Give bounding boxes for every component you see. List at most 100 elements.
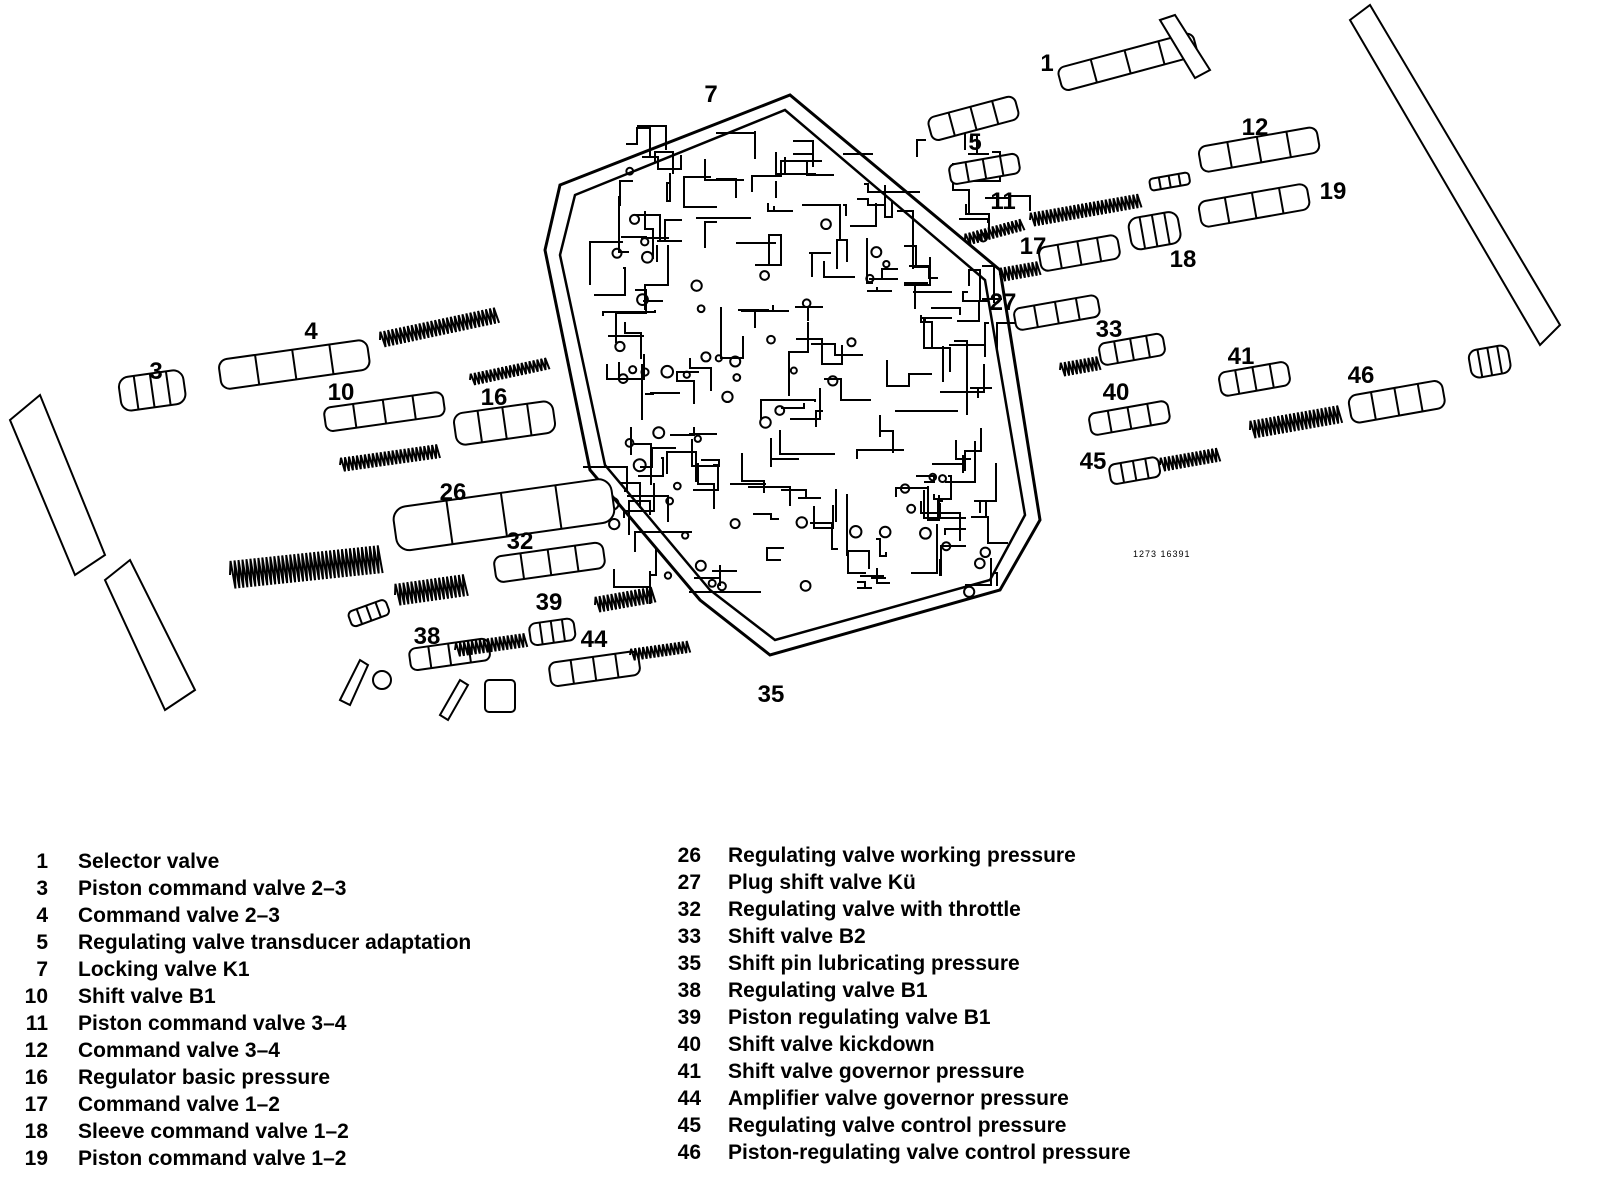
legend-description: Plug shift valve Kü <box>728 871 916 894</box>
channel-line <box>959 218 989 223</box>
valve-40-land <box>1126 407 1133 430</box>
bore-hole <box>928 472 938 482</box>
bore-hole <box>614 340 626 353</box>
channel-line <box>979 500 987 517</box>
channel-line <box>704 159 744 181</box>
legend-number: 17 <box>24 1093 48 1116</box>
channel-line <box>716 178 737 198</box>
spring-11-coil <box>964 218 1026 246</box>
channel-line <box>788 322 809 396</box>
channel-line <box>964 428 982 471</box>
valve-45 <box>1108 456 1162 485</box>
selector-valve-land <box>991 100 1000 125</box>
valve-46-land <box>1369 391 1377 420</box>
channel-line <box>784 157 816 175</box>
valve-33-land <box>1145 335 1151 358</box>
part-32b <box>347 599 390 628</box>
legend-number: 10 <box>24 985 48 1008</box>
legend-number: 12 <box>24 1039 48 1062</box>
spring-44-coil <box>629 640 692 661</box>
channel-line <box>857 198 886 206</box>
legend-description: Regulating valve transducer adaptation <box>78 931 472 954</box>
bore-hole <box>681 531 690 540</box>
plug-11 <box>1148 171 1191 192</box>
channel-line <box>824 378 871 401</box>
selector-valve-land <box>947 112 956 137</box>
bore-hole <box>693 434 702 443</box>
valve-17 <box>1038 234 1121 272</box>
bore-hole <box>789 366 798 375</box>
bore-hole <box>625 166 635 176</box>
channel-line <box>940 364 985 393</box>
channel-line <box>920 315 933 348</box>
spring-4-coil <box>379 307 500 348</box>
legend-description: Sleeve command valve 1–2 <box>78 1120 349 1143</box>
valve-12-land <box>1226 141 1233 168</box>
spring-11b <box>1029 193 1143 227</box>
selector-valve-rod <box>1057 32 1198 91</box>
channel-line <box>583 466 628 492</box>
channel-line <box>779 430 835 455</box>
channel-line <box>968 135 989 155</box>
legend-description: Piston command valve 2–3 <box>78 877 347 900</box>
bore-hole <box>979 546 992 559</box>
legend-description: Command valve 3–4 <box>78 1039 280 1062</box>
valve-46-land <box>1393 387 1401 416</box>
channel-line <box>635 214 682 242</box>
callout-44: 44 <box>580 626 608 653</box>
spring-33 <box>1059 356 1102 377</box>
spring-32-coil <box>394 574 469 606</box>
legend-number: 32 <box>677 898 701 921</box>
selector-valve-rod-land <box>1157 40 1166 65</box>
channel-line <box>864 183 920 193</box>
valve-40-land <box>1106 410 1113 433</box>
valve-39 <box>528 617 577 647</box>
channel-line <box>781 403 805 409</box>
legend-description: Piston command valve 3–4 <box>78 1012 347 1035</box>
spring-39-coil <box>594 586 657 613</box>
callout-41: 41 <box>1227 343 1255 370</box>
channel-line <box>666 451 697 482</box>
spring-45 <box>1159 447 1222 472</box>
channel-line <box>620 482 641 508</box>
selector-valve-land <box>969 106 978 131</box>
channel-line <box>916 139 926 157</box>
valve-19-land <box>1250 192 1258 219</box>
legend-description: Command valve 1–2 <box>78 1093 280 1116</box>
channel-line <box>755 234 782 266</box>
pin-35a <box>338 658 370 707</box>
bore-hole <box>721 390 734 404</box>
channel-line <box>886 360 932 387</box>
bore-hole <box>801 298 812 309</box>
bore-hole <box>759 416 772 429</box>
legend-description: Regulating valve working pressure <box>728 844 1076 867</box>
valve-32-land <box>573 545 580 572</box>
callout-3: 3 <box>149 358 163 385</box>
figure-code: 1273 16391 <box>1133 549 1191 559</box>
spring-38 <box>454 633 529 657</box>
channel-line <box>645 392 680 395</box>
valve-44 <box>548 650 641 687</box>
bore-hole <box>865 273 875 284</box>
valve-3-land <box>164 371 172 406</box>
channel-line <box>823 261 855 278</box>
channel-line <box>904 282 928 309</box>
spring-45-coil <box>1159 447 1222 472</box>
callout-17: 17 <box>1019 233 1047 260</box>
channel-line <box>748 486 791 506</box>
channel-line <box>815 410 823 427</box>
callout-12: 12 <box>1241 114 1269 141</box>
callout-27: 27 <box>989 289 1017 316</box>
sleeve-18-land <box>1138 216 1147 249</box>
spring-26 <box>229 545 384 589</box>
legend-number: 7 <box>36 958 48 981</box>
valve-19 <box>1197 183 1311 228</box>
valve-32 <box>493 541 606 583</box>
bore-hole <box>632 458 647 473</box>
channel-line <box>654 151 674 174</box>
bore-hole <box>628 365 638 375</box>
valve-44-land <box>591 656 598 681</box>
legend-description: Amplifier valve governor pressure <box>728 1087 1069 1110</box>
legend-description: Selector valve <box>78 850 220 873</box>
channel-line <box>612 354 645 380</box>
